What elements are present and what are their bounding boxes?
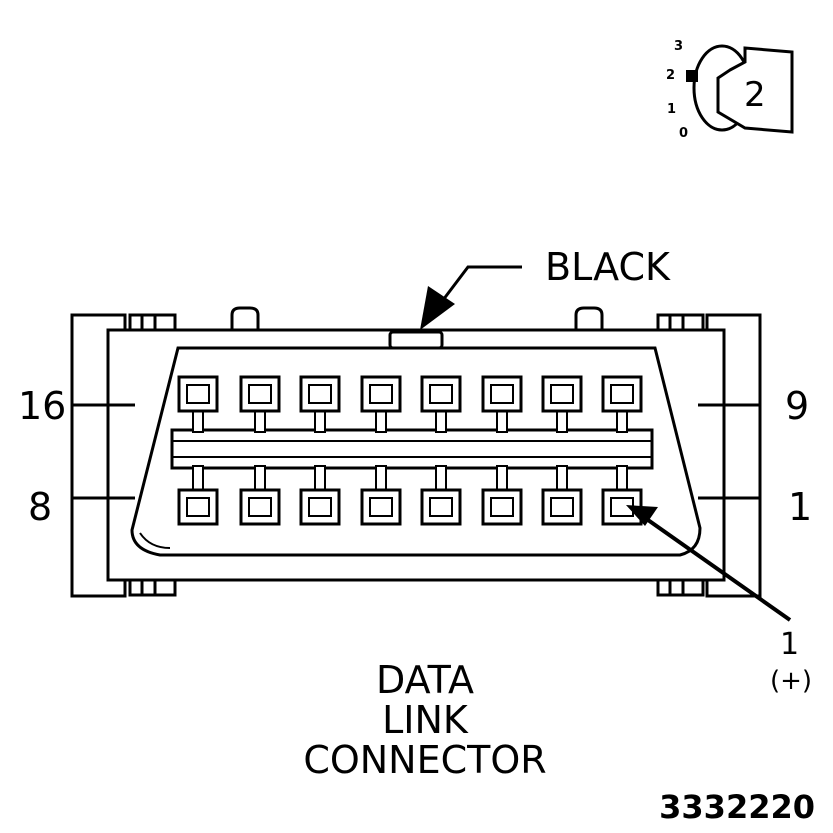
diagram-caption: DATA LINK CONNECTOR xyxy=(200,660,650,780)
key-selected-position: 2 xyxy=(744,75,766,115)
pin-cavity-8 xyxy=(177,465,219,526)
ignition-key-icon xyxy=(686,44,794,134)
pin-cavity-13 xyxy=(360,375,402,433)
pin-cavity-11 xyxy=(481,375,523,433)
key-position-marker xyxy=(686,70,698,82)
pin-number-1-side: 1 xyxy=(788,485,813,529)
pin-row-top xyxy=(177,375,643,433)
key-position-2: 2 xyxy=(666,68,676,83)
pin-cavity-12 xyxy=(420,375,462,433)
connector-face xyxy=(130,346,702,557)
pin-cavity-3 xyxy=(481,465,523,526)
pin-cavity-15 xyxy=(239,375,281,433)
pin-cavity-1 xyxy=(601,465,643,526)
pin-cavity-5 xyxy=(360,465,402,526)
pin-cavity-4 xyxy=(420,465,462,526)
figure-reference-number: 3332220 xyxy=(659,788,815,826)
pin1-polarity-label: (+) xyxy=(770,666,813,696)
caption-line-1: DATA xyxy=(376,658,474,702)
pin-cavity-2 xyxy=(541,465,583,526)
color-label-black: BLACK xyxy=(545,245,670,289)
key-position-1: 1 xyxy=(667,102,677,117)
pin-number-8: 8 xyxy=(28,485,53,529)
pin-number-16: 16 xyxy=(18,384,67,428)
pin-cavity-14 xyxy=(299,375,341,433)
key-position-3: 3 xyxy=(674,39,684,54)
pin1-callout-number: 1 xyxy=(780,627,800,662)
key-position-0: 0 xyxy=(679,126,689,141)
pin-cavity-9 xyxy=(601,375,643,433)
pin1-leader-arrow xyxy=(626,505,792,622)
pin-row-bottom xyxy=(177,465,643,526)
caption-line-2: LINK xyxy=(382,698,468,742)
pin-cavity-7 xyxy=(239,465,281,526)
caption-line-3: CONNECTOR xyxy=(303,738,547,782)
connector-housing xyxy=(70,306,762,598)
pin-cavity-16 xyxy=(177,375,219,433)
terminal-bar xyxy=(170,428,654,470)
black-leader-arrow xyxy=(420,265,522,330)
pin-cavity-10 xyxy=(541,375,583,433)
pin-number-9: 9 xyxy=(785,384,810,428)
pin-cavity-6 xyxy=(299,465,341,526)
